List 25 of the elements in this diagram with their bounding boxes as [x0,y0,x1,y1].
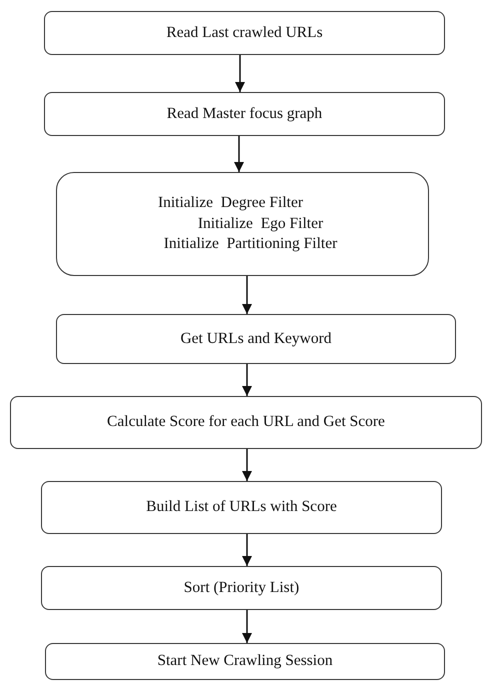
process-box [56,172,429,276]
step-text: Build List of URLs with Score [146,497,337,518]
process-box [44,92,445,136]
arrow [242,534,252,566]
process-box [45,643,445,680]
step-text: Get URLs and Keyword [180,328,332,349]
step-text: Sort (Priority List) [184,578,300,598]
step-text: Read Master focus graph [166,104,322,124]
arrow [242,364,252,396]
step-text: Calculate Score for each URL and Get Score [107,412,385,432]
arrow [242,610,252,643]
step-text: Initialize Ego Filter [198,214,324,234]
step-text: Read Last crawled URLs [166,22,323,43]
process-box [56,314,456,364]
step-text: Initialize Partitioning Filter [164,234,338,254]
process-box [41,566,442,610]
arrow [234,136,244,172]
arrow [242,276,252,314]
step-text: Initialize Degree Filter [158,192,304,213]
process-box [44,11,445,55]
process-box [10,396,482,449]
process-box [41,481,442,534]
arrow [235,55,245,92]
arrow [242,449,252,481]
step-text: Start New Crawling Session [157,651,333,672]
